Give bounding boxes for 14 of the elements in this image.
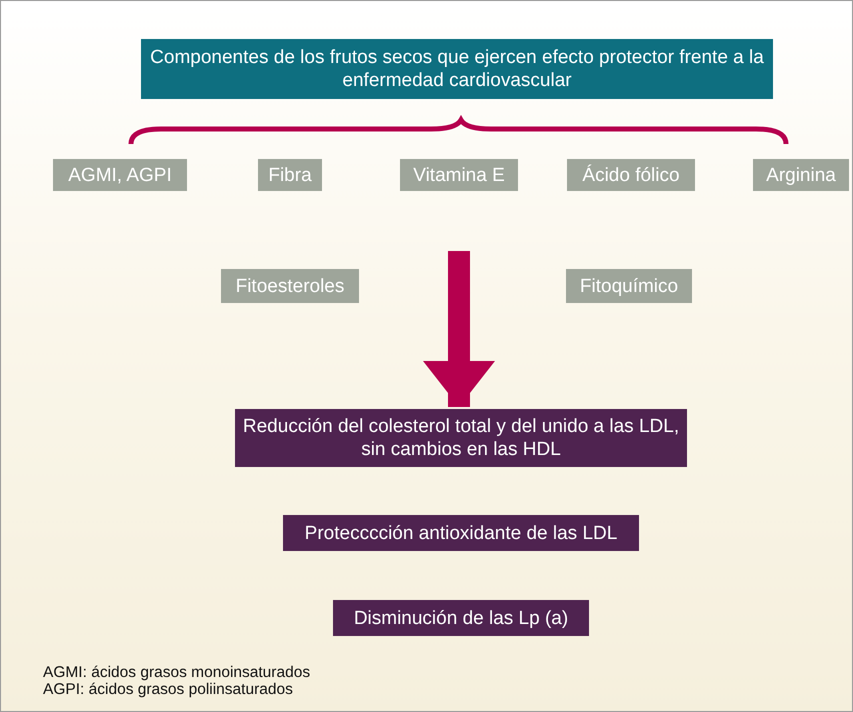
effect-box: Disminución de las Lp (a) [333,600,589,636]
title-box: Componentes de los frutos secos que ejercen efecto protector frente a la enfermedad cardiovascular [141,39,773,99]
abbreviation-note: AGPI: ácidos grasos poliinsaturados [43,681,293,698]
arrow [423,251,495,407]
effect-box: Protecccción antioxidante de las LDL [283,515,639,551]
component-box: Ácido fólico [567,159,695,191]
abbreviation-note: AGMI: ácidos grasos monoinsaturados [43,664,310,681]
component-box: Arginina [753,159,849,191]
component-box: Fitoquímico [566,269,692,303]
component-box: Fitoesteroles [221,269,359,303]
component-box: AGMI, AGPI [53,159,187,191]
component-box: Vitamina E [400,159,518,191]
effect-box: Reducción del colesterol total y del unido a las LDL, sin cambios en las HDL [235,409,687,467]
component-box: Fibra [258,159,322,191]
